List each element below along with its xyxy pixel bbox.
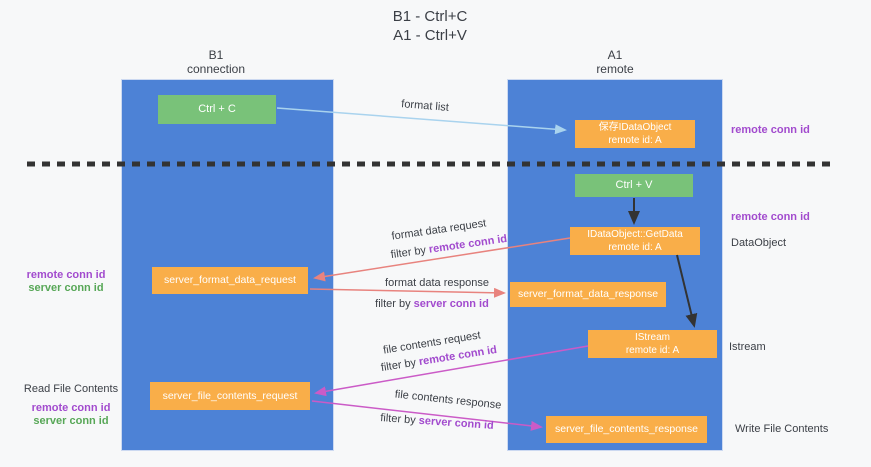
server-file-contents-response-box: server_file_contents_response [546,416,707,443]
istream-line1: IStream [634,332,670,343]
right-column-role: remote [596,62,634,76]
remote-conn-id-annotation-top: remote conn id [731,124,810,136]
remote-conn-id-annotation: remote conn id [31,402,111,414]
server-format-data-response-label: server_format_data_response [517,288,659,300]
left-column-header: B1 connection [110,48,322,76]
filter-by-text: filter by [390,244,427,262]
filter-by-text: filter by [380,356,417,375]
left-column-name: B1 [208,48,224,62]
remote-conn-id-annotation-mid: remote conn id [731,211,810,223]
file-conn-id-annotation: remote conn id server conn id [21,402,121,428]
server-format-data-response-box: server_format_data_response [510,282,666,307]
right-column-name: A1 [607,48,623,62]
idataobject-getdata-line2: remote id: A [608,242,662,253]
saved-idataobject-line1: 保存IDataObject [598,122,672,133]
server-file-contents-request-box: server_file_contents_request [150,382,310,410]
server-format-data-request-label: server_format_data_request [164,274,296,286]
format-list-label: format list [400,98,450,114]
left-column-role: connection [186,62,246,76]
server-format-data-request-box: server_format_data_request [152,267,308,294]
title-line-2: A1 - Ctrl+V [393,27,467,44]
filter-by-text: filter by [375,298,411,310]
format-conn-id-annotation: remote conn id server conn id [16,269,116,295]
file-contents-response-label: file contents response [394,388,502,412]
saved-idataobject-box: 保存IDataObject remote id: A [575,120,695,148]
istream-annotation: Istream [729,341,766,353]
ctrl-v-box: Ctrl + V [575,174,693,197]
filter-by-text: filter by [379,412,417,427]
istream-line2: remote id: A [625,345,680,356]
ctrl-c-label: Ctrl + C [198,103,236,115]
format-data-response-label: format data response [385,277,489,289]
server-conn-id-highlight: server conn id [418,414,495,432]
istream-box: IStream remote id: A [588,330,717,358]
idataobject-getdata-line1: IDataObject::GetData [587,229,683,240]
title-line-1: B1 - Ctrl+C [392,8,468,25]
right-column-header: A1 remote [509,48,721,76]
server-file-contents-response-label: server_file_contents_response [554,423,698,435]
saved-idataobject-line2: remote id: A [608,135,662,146]
dataobject-annotation: DataObject [731,237,787,249]
ctrl-c-box: Ctrl + C [158,95,276,124]
server-conn-id-annotation: server conn id [28,282,104,294]
read-file-contents-annotation: Read File Contents [23,383,119,395]
server-file-contents-request-label: server_file_contents_request [162,389,298,402]
idataobject-getdata-box: IDataObject::GetData remote id: A [570,227,700,255]
write-file-contents-annotation: Write File Contents [735,423,829,435]
ctrl-v-label: Ctrl + V [615,179,653,191]
remote-conn-id-annotation: remote conn id [26,269,106,281]
server-conn-id-highlight: server conn id [413,298,489,310]
server-conn-id-annotation: server conn id [33,415,109,427]
diagram-title: B1 - Ctrl+C A1 - Ctrl+V [250,7,610,45]
